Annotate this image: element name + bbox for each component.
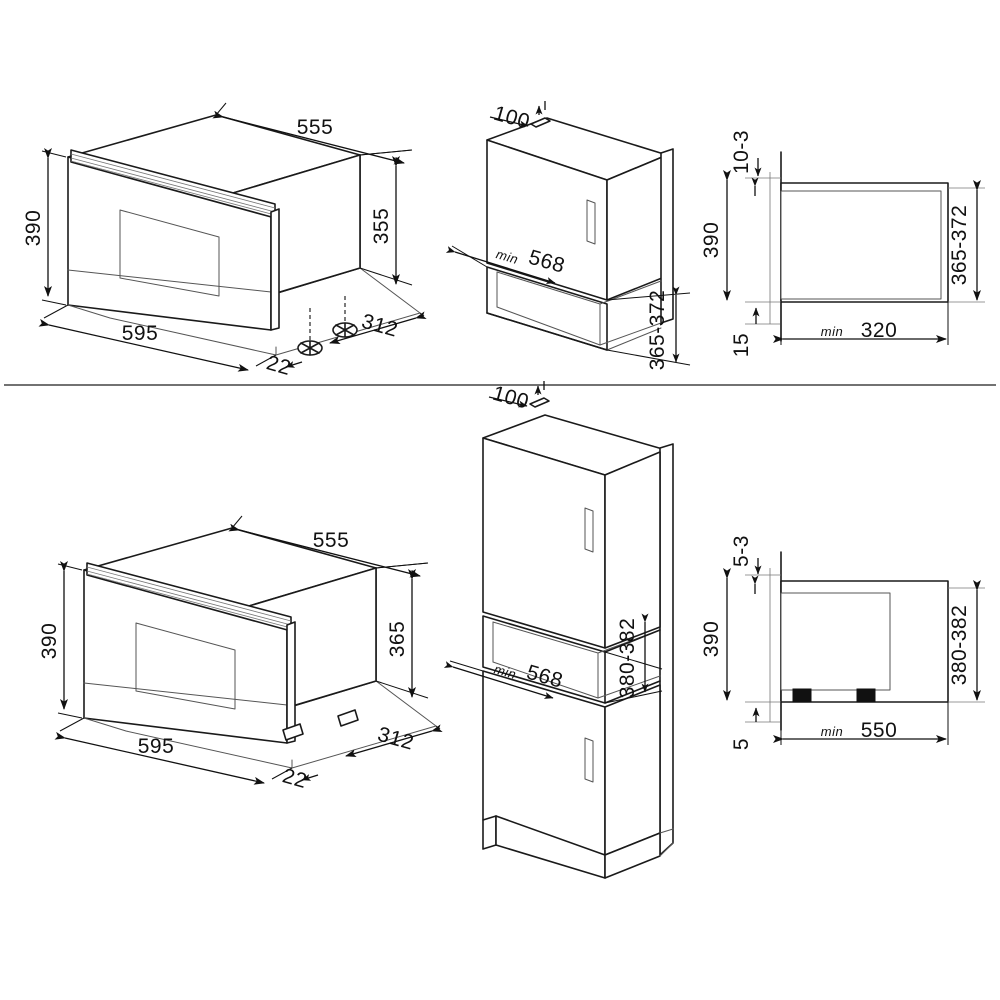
dim-5-bottom-right: 5 — [730, 707, 760, 750]
dim-label-103-tr: 10-3 — [730, 130, 753, 174]
dim-label-555-tl: 555 — [297, 116, 334, 139]
dim-label-min-bm: min — [492, 661, 518, 682]
dim-label-365372-tm: 365-372 — [646, 290, 669, 371]
niche-elevation-top — [745, 151, 949, 342]
tall-cabinet-lower-door — [482, 670, 661, 856]
dim-22-top-left: 22 — [264, 351, 303, 380]
dim-label-550-br: 550 — [861, 719, 898, 742]
dim-312-bottom-left: 312 — [345, 723, 443, 758]
dim-label-365-bl: 365 — [386, 621, 409, 658]
dim-label-320-tr: 320 — [861, 319, 898, 342]
dim-390-bottom-left: 390 — [38, 561, 83, 719]
dim-15-top-right: 15 — [730, 307, 760, 357]
dim-365372-top-middle: 365-372 — [606, 286, 691, 371]
dim-53-bottom-right: 5-3 — [730, 535, 762, 594]
dim-label-380382-bm: 380-382 — [616, 618, 639, 699]
dim-555-top-left: 555 — [212, 102, 413, 165]
tall-cabinet-top-flap — [529, 397, 550, 408]
dim-label-312-tl: 312 — [359, 310, 400, 342]
niche-elevation-bottom — [745, 551, 949, 731]
panel-bottom-left: 390 555 365 595 312 — [38, 515, 443, 793]
dim-365-bottom-left: 365 — [375, 562, 429, 699]
dim-label-312-bl: 312 — [375, 723, 416, 755]
dim-595-bottom-left: 595 — [54, 717, 293, 785]
fastener-icons-top — [297, 296, 358, 356]
tall-cabinet-side-panel — [659, 443, 674, 856]
tall-cabinet-upper-door — [482, 437, 661, 649]
dim-380382-bottom-right: 380-382 — [948, 580, 985, 703]
dim-22-bottom-left: 22 — [280, 764, 319, 793]
foot-block-right — [856, 688, 876, 703]
dim-100-bottom-middle: 100 — [488, 381, 545, 414]
panel-top-right: 10-3 390 365-372 15 min 320 — [700, 130, 985, 357]
dim-label-595-tl: 595 — [122, 322, 159, 345]
dim-390-top-left: 390 — [22, 148, 67, 306]
dim-label-5-br: 5 — [730, 738, 753, 750]
dim-label-min-tm: min — [494, 246, 520, 267]
screw-icon-b — [332, 322, 358, 338]
dim-595-top-left: 595 — [38, 304, 277, 372]
dim-label-555-bl: 555 — [313, 529, 350, 552]
dim-label-390-bl: 390 — [38, 623, 61, 660]
dim-103-top-right: 10-3 — [730, 130, 762, 196]
dim-label-min-tr: min — [821, 324, 843, 339]
dim-label-390-br: 390 — [700, 621, 723, 658]
oven-handle-top — [70, 149, 276, 219]
dim-label-355-tl: 355 — [370, 208, 393, 245]
oven-door-edge-bottom — [286, 621, 296, 744]
dim-min320-top-right: min 320 — [773, 302, 949, 345]
dim-label-22-bl: 22 — [280, 764, 310, 793]
dim-390-top-right: 390 — [700, 170, 731, 301]
dim-label-100-tm: 100 — [491, 102, 532, 134]
cabinet-niche-top — [486, 266, 662, 351]
dim-label-15-tr: 15 — [730, 333, 753, 357]
dim-label-390-tl: 390 — [22, 210, 45, 247]
oven-feet-bottom — [282, 709, 359, 741]
panel-bottom-right: 5-3 390 380-382 5 min 550 — [700, 535, 985, 750]
dim-label-390-tr: 390 — [700, 222, 723, 259]
dim-min550-bottom-right: min 550 — [773, 702, 949, 745]
dim-355-top-left: 355 — [359, 149, 413, 286]
dim-label-100-bm: 100 — [490, 382, 531, 414]
tall-cabinet-plinth — [482, 815, 674, 879]
dim-label-53-br: 5-3 — [730, 535, 753, 567]
panel-top-middle: 100 min 568 365-372 — [445, 101, 691, 371]
cabinet-top-flap — [530, 117, 551, 128]
dim-380382-bottom-middle: 380-382 — [604, 613, 663, 704]
panel-bottom-middle: 100 min 568 380-382 — [443, 381, 674, 879]
panel-top-left: 390 555 355 595 312 — [22, 102, 427, 380]
cabinet-upper-top — [486, 117, 668, 301]
oven-door-edge-top — [270, 208, 280, 331]
dim-label-min-br: min — [821, 724, 843, 739]
dim-label-365372-tr: 365-372 — [948, 205, 971, 286]
screw-icon-a — [297, 340, 323, 356]
dim-label-595-bl: 595 — [138, 735, 175, 758]
dim-365372-top-right: 365-372 — [948, 180, 985, 303]
dim-390-bottom-right: 390 — [700, 568, 731, 701]
foot-block-left — [792, 688, 812, 703]
dim-label-22-tl: 22 — [264, 351, 294, 380]
dim-label-380382-br: 380-382 — [948, 605, 971, 686]
